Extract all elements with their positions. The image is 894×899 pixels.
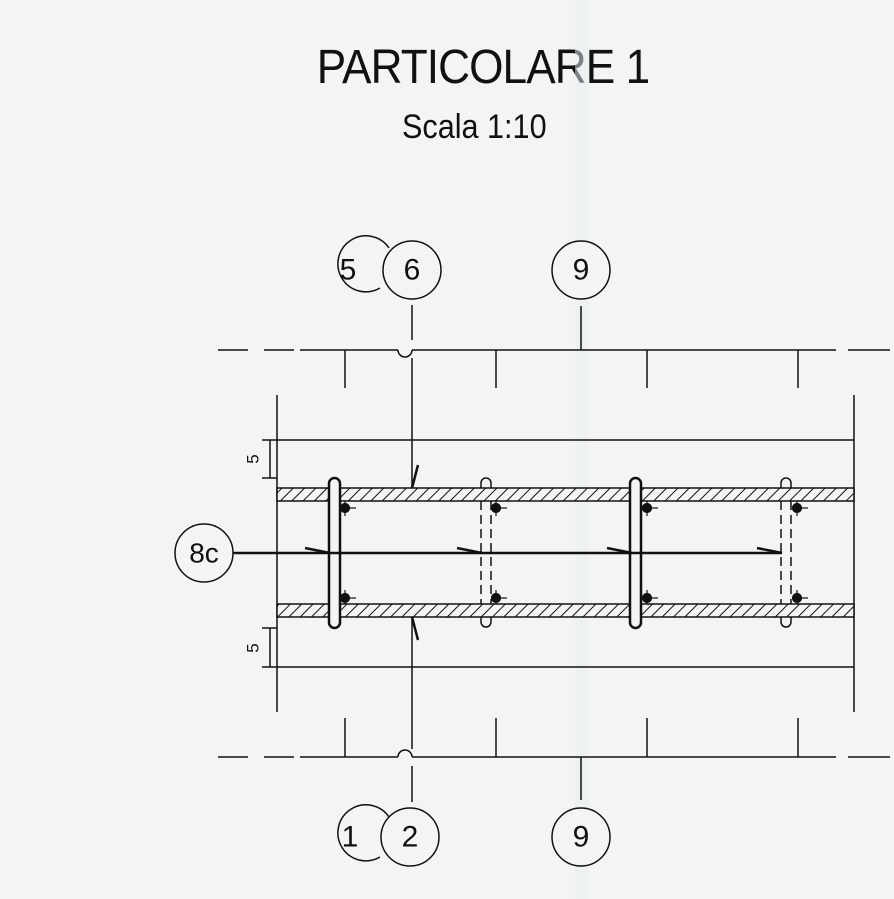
callout-bubble-partial — [337, 804, 390, 862]
stirrup-dashed — [480, 477, 492, 628]
top-cover-value: 5 — [244, 454, 263, 463]
drawing-title: PARTICOLARE 1 — [316, 41, 650, 94]
callout-bubble-partial — [337, 235, 390, 293]
leader-lines — [410, 305, 582, 802]
callout-label: 1 — [342, 821, 359, 854]
callout-label: 5 — [340, 254, 357, 287]
callout-label: 6 — [404, 254, 421, 287]
callout-bubble — [551, 807, 611, 867]
callout-bubble — [551, 240, 611, 300]
bottom-reinforcement-layer — [276, 603, 855, 618]
drawing-scale: Scala 1:10 — [401, 108, 547, 146]
callout-bubble — [174, 523, 234, 583]
stirrup-dashed — [780, 477, 792, 628]
callout-label: 9 — [573, 254, 590, 287]
scan-band — [575, 0, 589, 899]
callout-label: 8c — [189, 538, 219, 569]
callout-bubble — [382, 240, 442, 300]
bottom-section-line — [218, 718, 890, 758]
longitudinal-bars — [339, 501, 808, 604]
callout-label: 9 — [573, 821, 590, 854]
top-cover-dimension — [262, 439, 277, 479]
bottom-cover-value: 5 — [244, 643, 263, 652]
callout-bubble — [380, 807, 440, 867]
top-reinforcement-layer — [276, 487, 855, 502]
slab-outline — [276, 395, 855, 712]
callout-label: 2 — [402, 821, 419, 854]
middle-bar — [232, 546, 783, 555]
top-section-line — [218, 349, 890, 388]
bottom-cover-dimension — [262, 627, 277, 668]
